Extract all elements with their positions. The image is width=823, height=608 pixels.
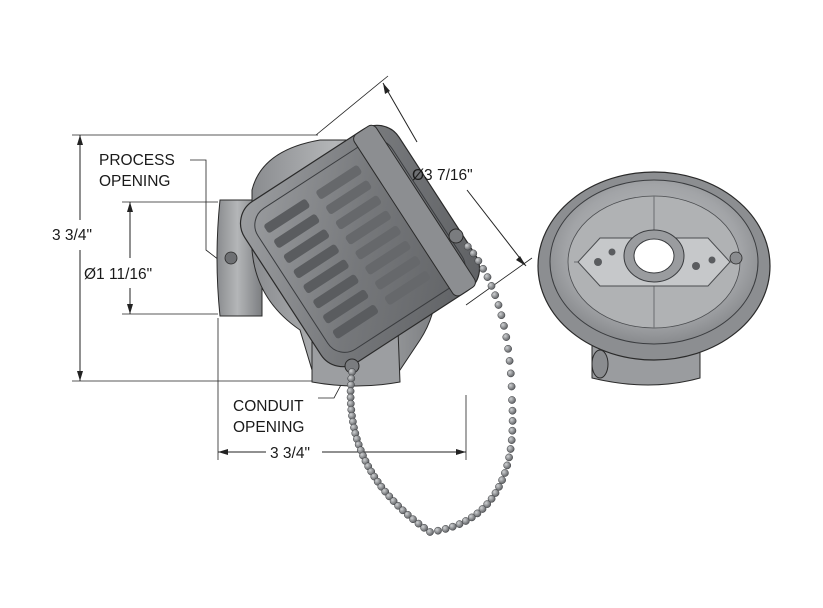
cover-dia-line-a	[382, 82, 418, 143]
chain-bead	[506, 445, 515, 453]
chain-bead	[483, 273, 492, 281]
chain-bead	[389, 497, 398, 505]
chain-bead	[483, 500, 492, 508]
width-arrow-right	[456, 449, 466, 455]
ground-screw	[729, 251, 743, 265]
mount-screw-hole-left	[594, 258, 602, 266]
center-hole	[633, 238, 675, 274]
chain-bead	[500, 322, 508, 330]
housing-side-view	[216, 124, 481, 387]
conduit-opening-label-line2: OPENING	[233, 419, 304, 436]
mount-screw-hole-right-2	[708, 256, 716, 264]
chain-bead	[497, 311, 506, 320]
chain-bead	[394, 501, 402, 510]
process-dia-arrow-bottom	[127, 304, 133, 314]
chain-bead	[448, 522, 457, 531]
chain-bead	[347, 374, 356, 383]
mount-screw-hole-right	[692, 262, 700, 270]
mount-screw-hole-left-2	[608, 248, 616, 256]
chain-bead	[504, 344, 512, 353]
cover-edge	[353, 124, 476, 297]
cover-dia-extension-b	[465, 257, 533, 306]
dimension-lines	[72, 75, 533, 460]
side-conduit-stub	[591, 349, 609, 379]
chain-bead	[502, 333, 511, 341]
process-diameter-label: Ø1 11/16"	[84, 266, 152, 283]
chain-bead	[503, 461, 512, 470]
chain-bead	[420, 523, 428, 532]
cover-rim	[254, 139, 466, 353]
chain-bead	[479, 264, 487, 273]
chain-bead	[414, 519, 423, 528]
chain-bead	[508, 406, 517, 415]
chain-bead	[467, 513, 476, 522]
chain-bead	[501, 469, 509, 477]
chain-bead	[409, 515, 417, 524]
cover-dia-extension-a	[315, 75, 389, 136]
screw-cover	[239, 124, 481, 368]
chain-bead	[461, 517, 470, 525]
dimension-labels: PROCESS OPENING 3 3/4" Ø1 11/16" Ø3 7/16…	[52, 152, 473, 462]
conduit-opening-label-line1: CONDUIT	[233, 398, 304, 415]
height-dim-label: 3 3/4"	[52, 227, 92, 244]
chain-bead	[508, 417, 517, 425]
process-opening-label-line1: PROCESS	[99, 152, 175, 169]
chain-bead	[434, 526, 442, 535]
cover-dia-arrow-a	[383, 83, 390, 94]
process-opening-label-line2: OPENING	[99, 173, 170, 190]
set-screw	[224, 251, 238, 265]
chain-bead	[508, 426, 517, 435]
process-opening-leader	[190, 159, 220, 261]
chain-bead	[441, 525, 450, 533]
chain-bead	[495, 482, 503, 491]
chain-bead	[474, 257, 483, 265]
chain-bead	[506, 369, 515, 378]
chain-bead	[505, 357, 514, 365]
chain-bead	[508, 396, 516, 404]
chain-bead	[505, 453, 513, 462]
width-dim-label: 3 3/4"	[270, 445, 310, 462]
width-arrow-left	[218, 449, 228, 455]
chain-bead	[348, 368, 356, 376]
chain-bead	[478, 505, 487, 513]
cover-dia-arrow-b	[516, 256, 526, 266]
bead-chain	[346, 242, 517, 536]
height-arrow-top	[77, 135, 83, 145]
housing-top-view	[537, 171, 771, 386]
chain-bead	[507, 436, 516, 444]
chain-bead	[491, 489, 500, 497]
chain-bead	[498, 476, 506, 484]
chain-bead	[398, 506, 407, 515]
chain-bead	[507, 382, 516, 391]
chain-bead	[473, 509, 482, 518]
chain-bead	[463, 242, 472, 251]
chain-bead	[494, 301, 503, 309]
chain-bead	[491, 291, 500, 300]
chain-bead	[469, 249, 478, 258]
cover-dia-line-b	[466, 189, 527, 267]
cover-grip-ribs	[264, 165, 431, 339]
chain-bead	[426, 528, 434, 536]
chain-bead	[403, 510, 412, 519]
process-dia-arrow-top	[127, 202, 133, 212]
chain-anchor	[448, 228, 464, 244]
chain-bead	[455, 520, 464, 528]
chain-bead	[487, 282, 496, 290]
cover-diameter-label: Ø3 7/16"	[412, 167, 473, 184]
height-arrow-bottom	[77, 371, 83, 381]
chain-bead	[487, 494, 496, 503]
